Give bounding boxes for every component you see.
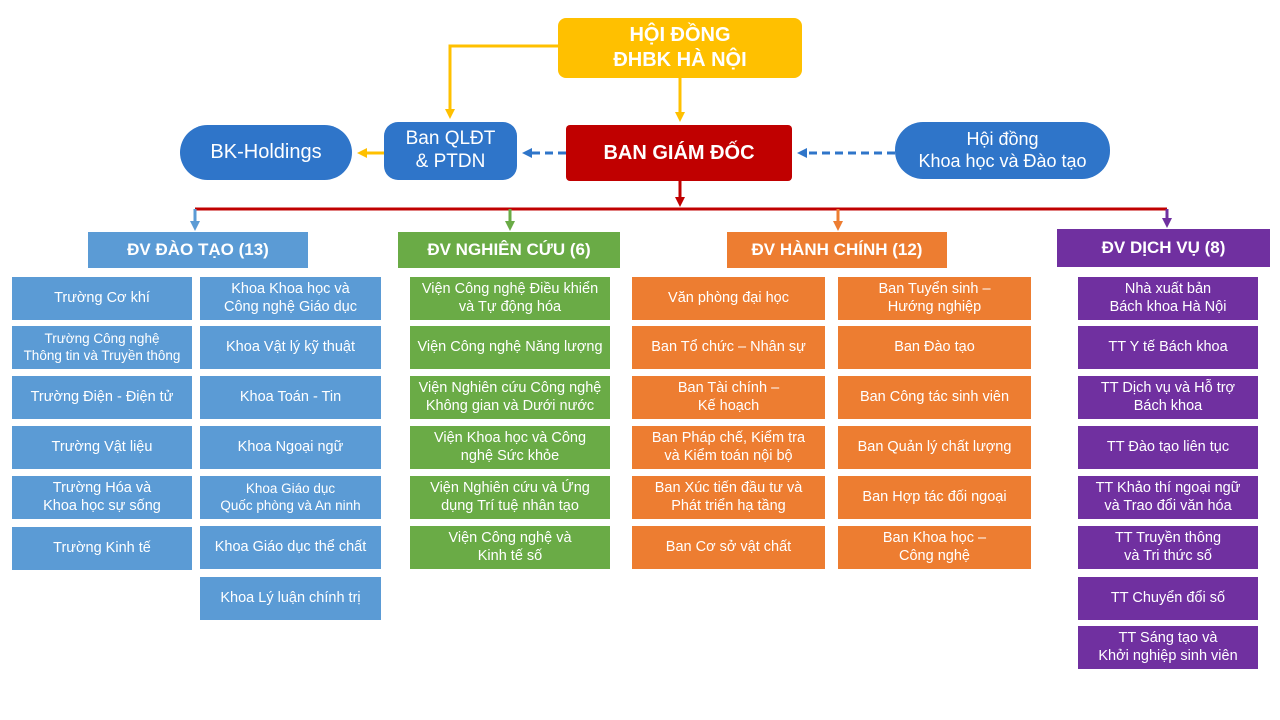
admin-unit: Ban Cơ sở vật chất xyxy=(632,526,825,569)
research-unit: Viện Khoa học và Công nghệ Sức khỏe xyxy=(410,426,610,469)
training-unit: Khoa Vật lý kỹ thuật xyxy=(200,326,381,369)
admin-unit: Ban Tổ chức – Nhân sự xyxy=(632,326,825,369)
training-unit: Khoa Giáo dục thể chất xyxy=(200,526,381,569)
service-units-header: ĐV DỊCH VỤ (8) xyxy=(1057,229,1270,267)
training-unit: Trường Vật liệu xyxy=(12,426,192,469)
training-units-header: ĐV ĐÀO TẠO (13) xyxy=(88,232,308,268)
training-unit: Trường Hóa và Khoa học sự sống xyxy=(12,476,192,519)
admin-units-header: ĐV HÀNH CHÍNH (12) xyxy=(727,232,947,268)
science-training-council: Hội đồng Khoa học và Đào tạo xyxy=(895,122,1110,179)
admin-unit: Ban Tuyển sinh – Hướng nghiệp xyxy=(838,277,1031,320)
admin-unit: Ban Đào tạo xyxy=(838,326,1031,369)
admin-unit: Ban Xúc tiến đầu tư và Phát triển hạ tần… xyxy=(632,476,825,519)
university-council: HỘI ĐỒNG ĐHBK HÀ NỘI xyxy=(558,18,802,78)
training-unit: Trường Công nghệ Thông tin và Truyền thô… xyxy=(12,326,192,369)
training-unit: Khoa Khoa học và Công nghệ Giáo dục xyxy=(200,277,381,320)
service-unit: TT Đào tạo liên tục xyxy=(1078,426,1258,469)
training-unit: Khoa Giáo dục Quốc phòng và An ninh xyxy=(200,476,381,519)
admin-unit: Ban Hợp tác đối ngoại xyxy=(838,476,1031,519)
board-of-directors: BAN GIÁM ĐỐC xyxy=(566,125,792,181)
admin-unit: Văn phòng đại học xyxy=(632,277,825,320)
admin-unit: Ban Quản lý chất lượng xyxy=(838,426,1031,469)
training-unit: Khoa Ngoại ngữ xyxy=(200,426,381,469)
research-unit: Viện Công nghệ Điều khiển và Tự động hóa xyxy=(410,277,610,320)
training-unit: Khoa Toán - Tin xyxy=(200,376,381,419)
admin-unit: Ban Khoa học – Công nghệ xyxy=(838,526,1031,569)
training-unit: Trường Cơ khí xyxy=(12,277,192,320)
service-unit: TT Sáng tạo và Khởi nghiệp sinh viên xyxy=(1078,626,1258,669)
admin-unit: Ban Pháp chế, Kiểm tra và Kiểm toán nội … xyxy=(632,426,825,469)
research-unit: Viện Công nghệ Năng lượng xyxy=(410,326,610,369)
service-unit: TT Y tế Bách khoa xyxy=(1078,326,1258,369)
training-unit: Khoa Lý luận chính trị xyxy=(200,577,381,620)
research-unit: Viện Nghiên cứu và Ứng dụng Trí tuệ nhân… xyxy=(410,476,610,519)
admin-unit: Ban Tài chính – Kế hoạch xyxy=(632,376,825,419)
service-unit: TT Dịch vụ và Hỗ trợ Bách khoa xyxy=(1078,376,1258,419)
training-unit: Trường Điện - Điện tử xyxy=(12,376,192,419)
service-unit: TT Chuyển đổi số xyxy=(1078,577,1258,620)
research-unit: Viện Công nghệ và Kinh tế số xyxy=(410,526,610,569)
bk-holdings: BK-Holdings xyxy=(180,125,352,180)
service-unit: TT Khảo thí ngoại ngữ và Trao đổi văn hó… xyxy=(1078,476,1258,519)
qldt-board: Ban QLĐT & PTDN xyxy=(384,122,517,180)
training-unit: Trường Kinh tế xyxy=(12,527,192,570)
service-unit: TT Truyền thông và Tri thức số xyxy=(1078,526,1258,569)
council-to-qldt-line xyxy=(445,44,558,119)
research-units-header: ĐV NGHIÊN CỨU (6) xyxy=(398,232,620,268)
admin-unit: Ban Công tác sinh viên xyxy=(838,376,1031,419)
research-unit: Viện Nghiên cứu Công nghệ Không gian và … xyxy=(410,376,610,419)
service-unit: Nhà xuất bản Bách khoa Hà Nội xyxy=(1078,277,1258,320)
